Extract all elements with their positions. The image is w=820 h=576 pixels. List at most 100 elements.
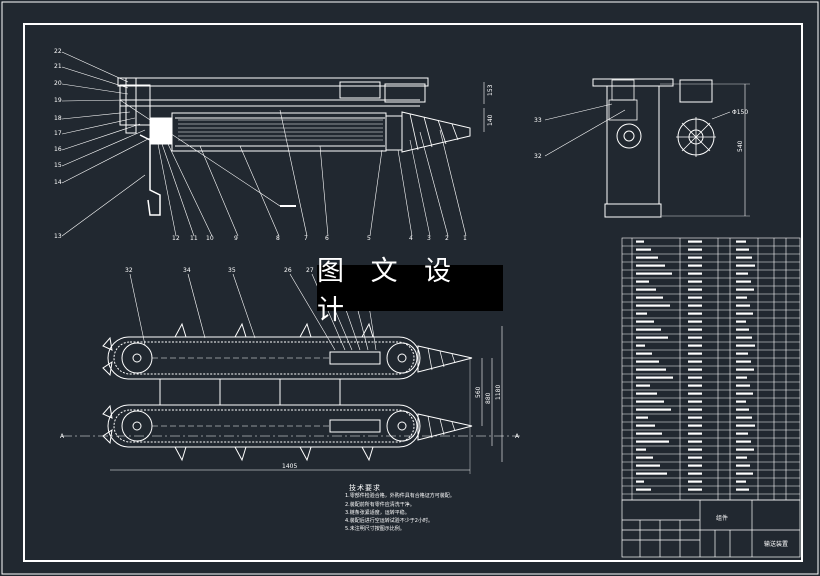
parts-cell-text (636, 288, 656, 291)
callout: 33 (534, 117, 542, 124)
parts-cell-text (736, 352, 748, 355)
parts-cell-text (636, 464, 660, 467)
callout: 10 (206, 235, 214, 242)
parts-cell-text (736, 312, 753, 315)
parts-cell-text (688, 240, 702, 243)
parts-cell-text (736, 240, 746, 243)
parts-cell-text (736, 384, 750, 387)
callout: 17 (54, 130, 62, 137)
parts-cell-text (736, 416, 752, 419)
callout: 20 (54, 80, 62, 87)
callout: 8 (276, 235, 280, 242)
roller-hatch (178, 119, 383, 141)
parts-cell-text (736, 344, 755, 347)
parts-cell-text (736, 296, 747, 299)
callout: 12 (172, 235, 180, 242)
parts-cell-text (688, 456, 702, 459)
front-view-labels: 32 34 35 26 27 1405 560 880 1180 A A (60, 267, 520, 470)
parts-cell-text (688, 296, 702, 299)
parts-cell-text (636, 480, 644, 483)
parts-cell-text (736, 248, 749, 251)
parts-cell-text (736, 328, 749, 331)
parts-cell-text (688, 304, 702, 307)
callout: 13 (54, 233, 62, 240)
parts-cell-text (636, 256, 658, 259)
parts-cell-text (636, 384, 650, 387)
section-mark: A (515, 433, 520, 440)
callout: 32 (534, 153, 542, 160)
parts-cell-text (688, 264, 702, 267)
parts-cell-text (636, 432, 662, 435)
crank-handle (139, 134, 161, 216)
parts-list (621, 237, 801, 501)
parts-cell-text (636, 248, 651, 251)
parts-cell-text (636, 344, 645, 347)
parts-cell-text (688, 320, 702, 323)
parts-cell-text (736, 472, 753, 475)
parts-cell-text (636, 488, 651, 491)
parts-cell-text (736, 256, 752, 259)
parts-cell-text (736, 288, 754, 291)
parts-cell-text (688, 392, 702, 395)
dimension: 1180 (495, 385, 502, 400)
notes-line: 3.链条张紧适度，运转平稳。 (345, 509, 410, 516)
callout: 34 (183, 267, 191, 274)
parts-cell-text (688, 336, 702, 339)
notes-line: 5.未注明尺寸按图示比例。 (345, 526, 405, 533)
dimension: 153 (487, 84, 494, 96)
dimension: 880 (485, 392, 492, 404)
parts-cell-text (688, 360, 702, 363)
parts-cell-text (688, 464, 702, 467)
parts-cell-text (736, 392, 753, 395)
parts-cell-text (636, 272, 672, 275)
parts-cell-text (636, 264, 665, 267)
section-mark: A (60, 433, 65, 440)
parts-cell-text (688, 384, 702, 387)
parts-cell-text (736, 464, 750, 467)
parts-cell-text (636, 368, 666, 371)
lower-screw (417, 413, 473, 441)
parts-cell-text (636, 416, 648, 419)
parts-cell-text (636, 320, 654, 323)
parts-cell-text (688, 488, 702, 491)
parts-cell-text (736, 408, 749, 411)
parts-cell-text (688, 424, 702, 427)
parts-list-fill (636, 240, 755, 491)
parts-cell-text (736, 480, 746, 483)
notes-line: 4.装配后进行空运转试验不少于2小时。 (345, 518, 433, 525)
parts-cell-text (688, 280, 702, 283)
callout: 32 (125, 267, 133, 274)
parts-cell-text (636, 424, 655, 427)
parts-cell-text (688, 448, 702, 451)
notes-title: 技术要求 (349, 484, 381, 492)
callout: 22 (54, 48, 62, 55)
inner-frame (23, 23, 803, 562)
parts-cell-text (736, 456, 747, 459)
callout: 7 (304, 235, 308, 242)
parts-cell-text (636, 336, 668, 339)
parts-cell-text (636, 440, 669, 443)
parts-cell-text (688, 472, 702, 475)
callout: 5 (367, 235, 371, 242)
dimension: 560 (475, 386, 482, 398)
side-view (544, 78, 750, 218)
parts-cell-text (736, 432, 748, 435)
parts-cell-text (636, 296, 663, 299)
parts-cell-text (636, 392, 657, 395)
parts-cell-text (636, 400, 664, 403)
parts-cell-text (736, 376, 747, 379)
parts-cell-text (688, 256, 702, 259)
parts-rows (622, 245, 800, 495)
parts-cell-text (736, 304, 750, 307)
parts-cell-text (688, 344, 702, 347)
callout: 35 (228, 267, 236, 274)
technical-notes: 技术要求 1.零部件检验合格，外购件具有合格证方可装配。 2.装配前所有零件应清… (345, 484, 615, 534)
drive-sprocket (121, 342, 153, 374)
upper-screw (417, 345, 473, 373)
parts-cell-text (688, 352, 702, 355)
callout: 16 (54, 146, 62, 153)
parts-cell-text (736, 440, 751, 443)
title-material: 组件 (716, 514, 728, 522)
